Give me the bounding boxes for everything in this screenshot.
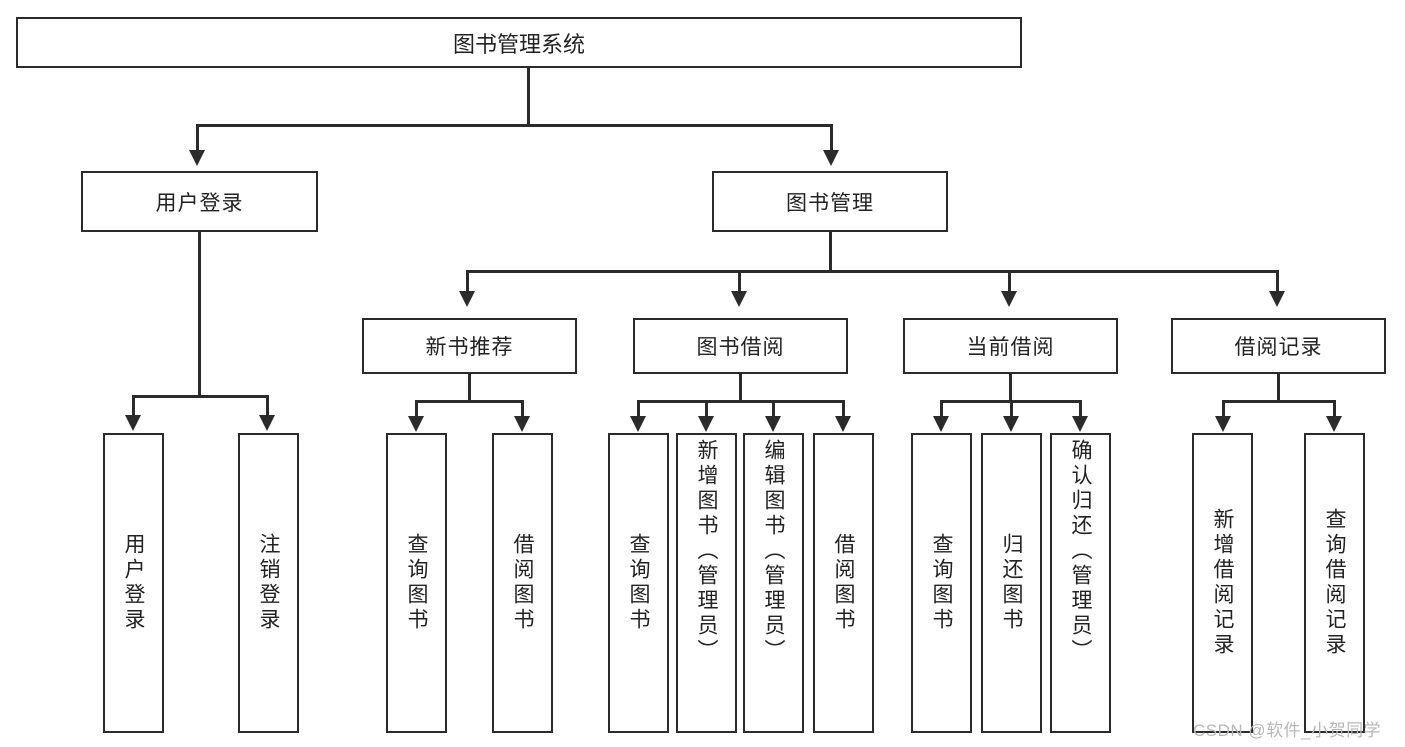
node-label: 借阅图书 (511, 533, 534, 633)
node-label: 图书借阅 (696, 336, 785, 359)
leaf-return-book[interactable]: 归还图书 (981, 433, 1042, 733)
leaf-borrow-book-recommend[interactable]: 借阅图书 (492, 433, 553, 733)
leaf-borrow-book-borrow[interactable]: 借阅图书 (813, 433, 874, 733)
leaf-logout[interactable]: 注销登录 (238, 433, 299, 733)
arrow-to-leaf-borrow-book-2 (835, 416, 851, 432)
connector-book-manage-stem (829, 232, 832, 272)
node-label: 归还图书 (1000, 533, 1023, 633)
leaf-user-login[interactable]: 用户登录 (103, 433, 164, 733)
leaf-add-book-admin[interactable]: 新增图书（管理员） (676, 433, 737, 733)
node-label: 注销登录 (257, 533, 280, 633)
node-book-management[interactable]: 图书管理 (712, 171, 948, 232)
connector-root-bus (196, 124, 833, 127)
connector-borrow-bus (637, 400, 845, 403)
arrow-to-borrow-record (1269, 291, 1285, 307)
connector-root-to-user-login (196, 124, 199, 152)
connector-recommend-drop-2 (521, 400, 524, 418)
connector-level3-drop-1 (466, 270, 469, 293)
arrow-to-current-borrow (1001, 291, 1017, 307)
arrow-to-leaf-query-book-1 (408, 416, 424, 432)
node-label: 新书推荐 (425, 336, 514, 359)
leaf-query-book-current[interactable]: 查询图书 (911, 433, 972, 733)
node-user-login[interactable]: 用户登录 (81, 171, 318, 232)
connector-user-login-drop-1 (132, 395, 135, 417)
node-label: 查询图书 (627, 533, 650, 633)
node-label: 查询图书 (930, 533, 953, 633)
connector-root-stem (527, 68, 530, 126)
node-book-borrow[interactable]: 图书借阅 (633, 318, 848, 374)
leaf-query-book-recommend[interactable]: 查询图书 (386, 433, 447, 733)
leaf-query-book-borrow[interactable]: 查询图书 (608, 433, 669, 733)
connector-user-login-stem (198, 232, 201, 397)
node-label: 用户登录 (122, 533, 145, 633)
arrow-to-leaf-query-book-2 (630, 416, 646, 432)
node-label: 图书管理系统 (452, 31, 585, 57)
leaf-add-borrow-record[interactable]: 新增借阅记录 (1192, 433, 1253, 733)
connector-record-drop-1 (1222, 400, 1225, 418)
leaf-edit-book-admin[interactable]: 编辑图书（管理员） (743, 433, 804, 733)
node-label: 编辑图书（管理员） (762, 439, 785, 664)
connector-level3-drop-4 (1276, 270, 1279, 293)
connector-level3-bus (466, 270, 1279, 273)
connector-user-login-bus (132, 395, 269, 398)
connector-record-bus (1222, 400, 1336, 403)
node-label: 当前借阅 (966, 336, 1055, 359)
connector-borrow-drop-1 (637, 400, 640, 418)
arrow-to-leaf-user-login (125, 415, 141, 431)
arrow-to-leaf-edit-book (765, 416, 781, 432)
leaf-query-borrow-record[interactable]: 查询借阅记录 (1304, 433, 1365, 733)
node-label: 新增借阅记录 (1211, 508, 1234, 658)
node-new-book-recommend[interactable]: 新书推荐 (362, 318, 577, 374)
connector-current-drop-3 (1079, 400, 1082, 418)
connector-root-to-book-manage (830, 124, 833, 152)
arrow-to-leaf-add-book (698, 416, 714, 432)
arrow-to-leaf-borrow-book-1 (514, 416, 530, 432)
connector-recommend-bus (415, 400, 524, 403)
leaf-confirm-return-admin[interactable]: 确认归还（管理员） (1050, 433, 1111, 733)
connector-borrow-stem (739, 374, 742, 402)
node-label: 查询借阅记录 (1323, 508, 1346, 658)
arrow-to-leaf-confirm-return (1072, 416, 1088, 432)
node-borrow-record[interactable]: 借阅记录 (1171, 318, 1386, 374)
connector-record-drop-2 (1333, 400, 1336, 418)
node-label: 查询图书 (405, 533, 428, 633)
arrow-to-book-manage (823, 150, 839, 166)
connector-user-login-drop-2 (266, 395, 269, 417)
node-label: 用户登录 (155, 191, 244, 215)
arrow-to-leaf-query-record (1326, 416, 1342, 432)
connector-level3-drop-2 (738, 270, 741, 293)
node-label: 新增图书（管理员） (695, 439, 718, 664)
connector-current-stem (1009, 374, 1012, 402)
node-label: 图书管理 (786, 191, 874, 215)
arrow-to-leaf-logout (259, 415, 275, 431)
connector-current-drop-1 (940, 400, 943, 418)
connector-record-stem (1277, 374, 1280, 402)
node-label: 确认归还（管理员） (1069, 439, 1092, 664)
node-label: 借阅记录 (1234, 336, 1323, 359)
arrow-to-leaf-add-record (1215, 416, 1231, 432)
arrow-to-book-borrow (731, 291, 747, 307)
connector-recommend-drop-1 (415, 400, 418, 418)
connector-recommend-stem (468, 374, 471, 402)
node-current-borrow[interactable]: 当前借阅 (903, 318, 1118, 374)
node-label: 借阅图书 (832, 533, 855, 633)
arrow-to-user-login (189, 150, 205, 166)
connector-borrow-drop-2 (705, 400, 708, 418)
connector-borrow-drop-3 (772, 400, 775, 418)
node-root-system[interactable]: 图书管理系统 (16, 17, 1022, 68)
watermark-text: CSDN @软件_小贺同学 (1193, 721, 1382, 740)
connector-level3-drop-3 (1008, 270, 1011, 293)
connector-current-drop-2 (1010, 400, 1013, 418)
arrow-to-leaf-query-book-3 (933, 416, 949, 432)
connector-borrow-drop-4 (842, 400, 845, 418)
arrow-to-leaf-return-book (1003, 416, 1019, 432)
arrow-to-new-book-recommend (459, 291, 475, 307)
